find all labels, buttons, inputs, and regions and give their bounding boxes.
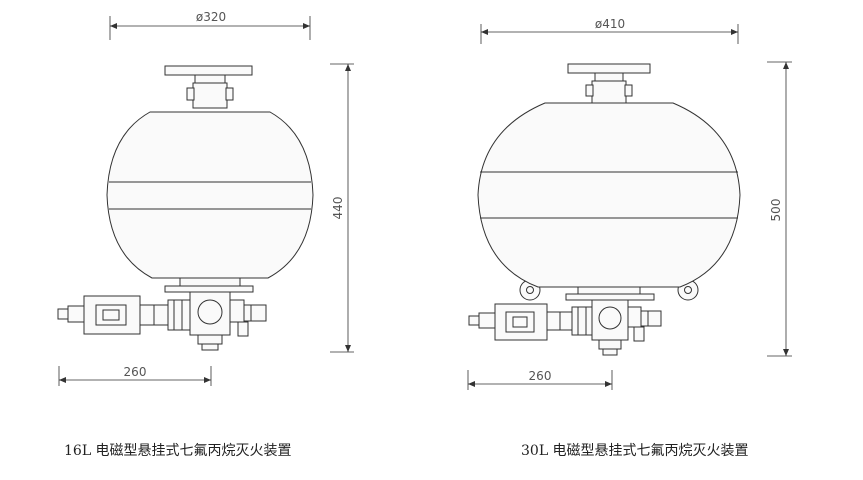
dim-height-30l: 500 [769,199,783,222]
cylinder-30l [468,63,741,356]
cylinder-16l [57,65,314,351]
dim-height-16l: 440 [331,197,345,220]
dim-offset-30l: 260 [529,369,552,383]
caption-30l: 30L 电磁型悬挂式七氟丙烷灭火装置 [521,443,749,459]
dim-width-30l: ø410 [595,17,625,31]
dim-width-16l: ø320 [196,10,226,24]
dimensions-30l [467,24,792,390]
dim-offset-16l: 260 [124,365,147,379]
dimensions-16l [58,16,354,386]
caption-16l: 16L 电磁型悬挂式七氟丙烷灭火装置 [64,443,292,459]
